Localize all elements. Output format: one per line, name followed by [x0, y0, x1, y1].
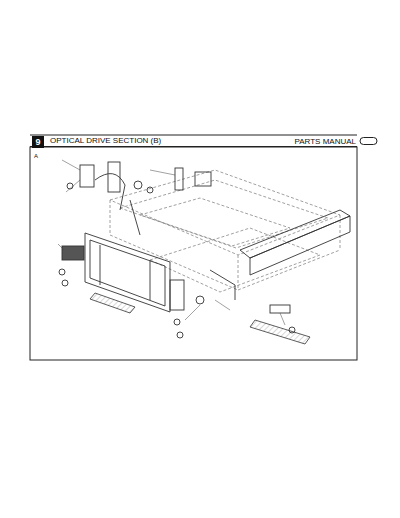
section-number: 9: [35, 137, 40, 147]
drive-parts: [59, 162, 295, 338]
leader-lines: [58, 160, 285, 325]
header-rules: [30, 135, 377, 147]
section-title: OPTICAL DRIVE SECTION (B): [50, 137, 161, 145]
rails: [90, 293, 310, 344]
view-letter: A: [34, 153, 38, 159]
side-plate: [85, 210, 350, 312]
main-frame-dashed: [110, 170, 340, 292]
manual-label: PARTS MANUAL: [295, 138, 357, 146]
figure-frame: [30, 147, 357, 360]
section-number-box: 9: [32, 136, 44, 148]
